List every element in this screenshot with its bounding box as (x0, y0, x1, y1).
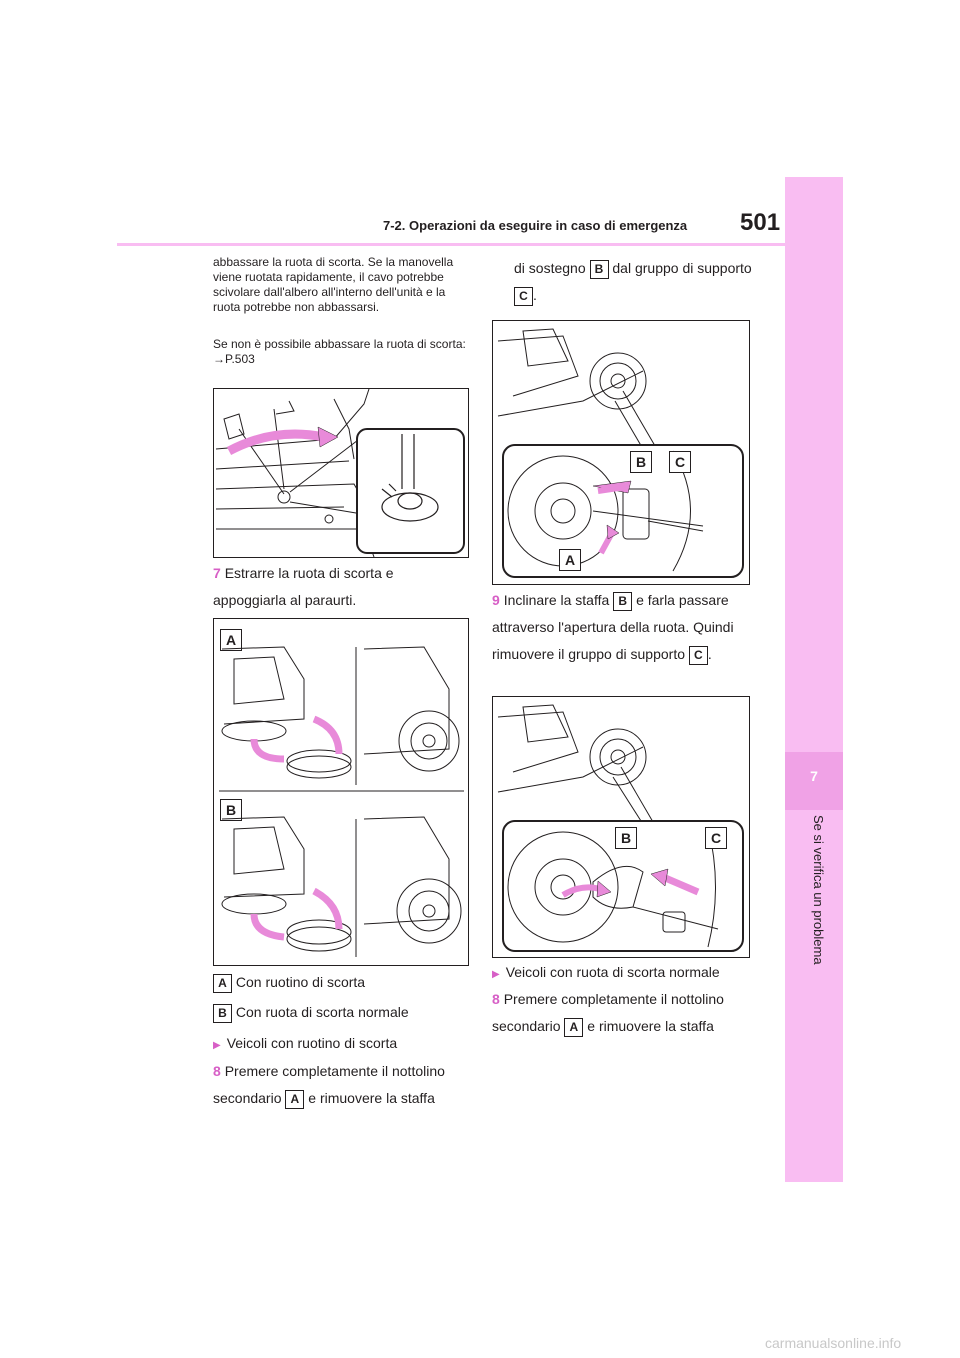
support-removal-illustration (497, 328, 744, 578)
legend-a-letter: A (213, 973, 232, 993)
step-9-text-mid: e farla passare attraverso l'apertura de… (492, 592, 734, 662)
step-8-text-before: Premere completamente il nottolino secon… (213, 1063, 445, 1106)
chapter-title: Se si verifica un problema (811, 815, 826, 965)
crank-illustration (215, 389, 465, 557)
cont-letter-b: B (589, 259, 609, 279)
step-8-left: 8 Premere completamente il nottolino sec… (213, 1058, 471, 1112)
chapter-tab (785, 177, 843, 1182)
legend-b-letter: B (213, 1003, 232, 1023)
bullet-normal-spare: ▶ Veicoli con ruota di scorta normale (492, 958, 760, 989)
step-8-text-after: e rimuovere la staffa (587, 1018, 714, 1034)
figure-bracket-tilt: B C (492, 696, 750, 958)
step-7: 7 Estrarre la ruota di scorta e appoggia… (213, 560, 469, 614)
step-9-letter-c: C (688, 645, 708, 665)
step-8-number: 8 (213, 1063, 221, 1079)
note-paragraph: Se non è possibile abbassare la ruota di… (213, 337, 469, 367)
step-9-text-before: Inclinare la staffa (503, 592, 610, 608)
legend-a: A Con ruotino di scorta (213, 968, 469, 997)
step-continuation: di sostegno B dal gruppo di supporto C. (514, 255, 764, 309)
step-8-letter: A (564, 1017, 584, 1037)
cont-text-before: di sostegno (514, 260, 586, 276)
step-8-number: 8 (492, 991, 500, 1007)
step-8-text-after: e rimuovere la staffa (308, 1090, 435, 1106)
figure3-label-c: C (669, 451, 691, 473)
cont-text-mid: dal gruppo di supporto (612, 260, 752, 276)
bracket-tilt-illustration (497, 704, 744, 952)
bullet-text: Veicoli con ruota di scorta normale (505, 964, 720, 980)
chapter-number: 7 (810, 768, 818, 784)
note-ref: →P.503 (213, 352, 255, 366)
figure3-label-b: B (630, 451, 652, 473)
figure-label-b: B (220, 799, 242, 821)
watermark: carmanualsonline.info (765, 1335, 902, 1351)
figure-label-a: A (220, 629, 242, 651)
figure-crank-lowering (213, 388, 469, 558)
header-rule (117, 243, 785, 246)
bullet-triangle-icon: ▶ (213, 1040, 221, 1051)
bullet-text: Veicoli con ruotino di scorta (226, 1035, 398, 1051)
cont-letter-c: C (514, 286, 533, 306)
bullet-compact-spare: ▶ Veicoli con ruotino di scorta (213, 1029, 469, 1060)
note-text: Se non è possibile abbassare la ruota di… (213, 337, 466, 351)
section-title: 7-2. Operazioni da eseguire in caso di e… (383, 218, 688, 233)
bullet-triangle-icon: ▶ (492, 969, 500, 980)
figure3-label-a: A (559, 549, 581, 571)
figure4-label-c: C (705, 827, 727, 849)
legend-b: B Con ruota di scorta normale (213, 998, 469, 1027)
step-9: 9 Inclinare la staffa B e farla passare … (492, 587, 760, 668)
step-8-text-before: Premere completamente il nottolino secon… (492, 991, 724, 1034)
step-9-number: 9 (492, 592, 500, 608)
step-7-number: 7 (213, 565, 221, 581)
figure4-label-b: B (615, 827, 637, 849)
spare-wheel-illustration (219, 646, 464, 957)
legend-a-text: Con ruotino di scorta (235, 974, 366, 990)
step-8-right: 8 Premere completamente il nottolino sec… (492, 986, 760, 1040)
figure-support-removal: B C A (492, 320, 750, 585)
chapter-tab-highlight (785, 752, 843, 810)
figure-spare-wheel-bumper: A B (213, 618, 469, 966)
page-number: 501 (740, 209, 781, 236)
legend-b-text: Con ruota di scorta normale (235, 1004, 409, 1020)
intro-paragraph: abbassare la ruota di scorta. Se la mano… (213, 255, 454, 314)
step-8-letter: A (285, 1089, 305, 1109)
step-9-letter-b: B (613, 591, 633, 611)
step-7-text: Estrarre la ruota di scorta e appoggiarl… (213, 565, 394, 608)
